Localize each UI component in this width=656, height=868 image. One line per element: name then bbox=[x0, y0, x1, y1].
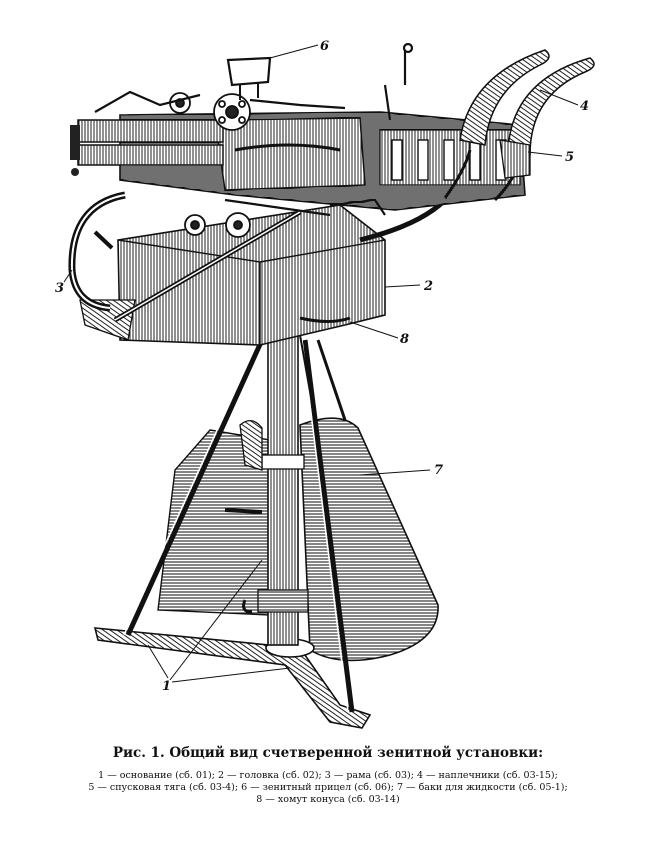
anti-aircraft-sight bbox=[226, 56, 272, 100]
figure-caption-title: Рис. 1. Общий вид счетверенной зенитной … bbox=[112, 745, 544, 761]
gun-barrels bbox=[70, 119, 224, 176]
callout-3: 3 bbox=[55, 281, 64, 296]
illustration: 6 4 5 3 2 8 7 1 bbox=[55, 39, 595, 729]
frame-tube bbox=[68, 191, 447, 323]
callout-2: 2 bbox=[423, 279, 433, 294]
callout-8: 8 bbox=[400, 332, 409, 347]
callout-4: 4 bbox=[580, 99, 589, 114]
shoulder-rests bbox=[443, 49, 595, 202]
legend-line: 1 — основание (сб. 01); 2 — головка (сб.… bbox=[98, 770, 558, 781]
callout-7: 7 bbox=[434, 463, 443, 478]
callout-5: 5 bbox=[565, 150, 574, 165]
legend-line: 8 — хомут конуса (сб. 03-14) bbox=[256, 794, 400, 805]
machine-gun-mount-drawing: 6 4 5 3 2 8 7 1 bbox=[55, 39, 595, 729]
legend-line: 5 — спусковая тяга (сб. 03-4); 6 — зенит… bbox=[88, 782, 568, 793]
upper-linkage bbox=[94, 42, 414, 217]
cone-clamp bbox=[299, 316, 351, 323]
head-box bbox=[79, 204, 386, 346]
trigger-rod bbox=[499, 139, 531, 179]
leader-lines bbox=[63, 44, 579, 683]
figure-caption-legend: 1 — основание (сб. 01); 2 — головка (сб.… bbox=[40, 770, 616, 806]
callout-6: 6 bbox=[320, 39, 329, 54]
tripod-legs bbox=[123, 334, 355, 713]
callout-1: 1 bbox=[162, 679, 171, 694]
